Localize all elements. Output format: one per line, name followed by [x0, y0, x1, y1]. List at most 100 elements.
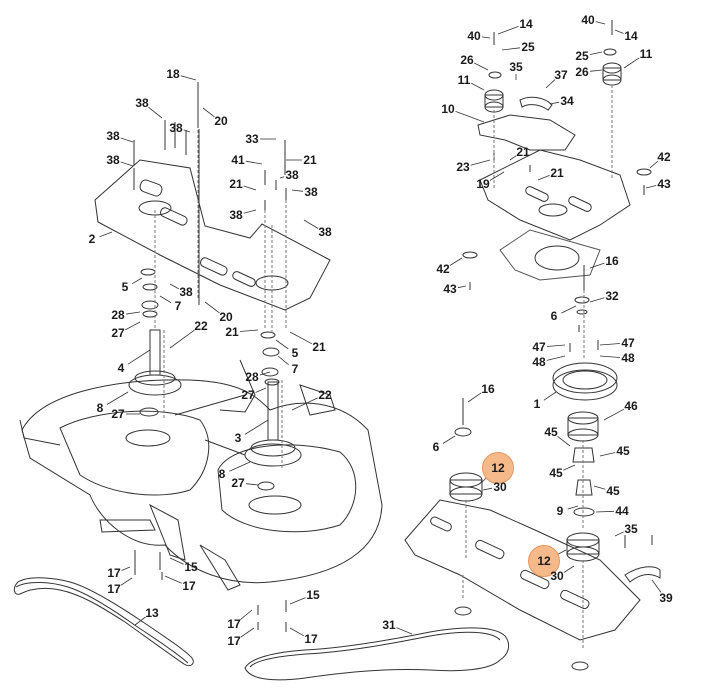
callout-label-22[interactable]: 22 — [318, 388, 332, 402]
callout-label-25[interactable]: 25 — [575, 49, 589, 63]
callout-label-11[interactable]: 11 — [457, 73, 471, 87]
callout-label-38[interactable]: 38 — [179, 285, 193, 299]
callout-label-13[interactable]: 13 — [145, 606, 159, 620]
callout-label-7[interactable]: 7 — [174, 299, 182, 313]
callout-label-46[interactable]: 46 — [624, 399, 638, 413]
leader-line-2 — [99, 231, 113, 238]
callout-label-21[interactable]: 21 — [550, 166, 564, 180]
callout-label-22[interactable]: 22 — [194, 319, 208, 333]
callout-label-16[interactable]: 16 — [481, 382, 495, 396]
callout-label-12[interactable]: 12 — [537, 554, 551, 568]
callout-label-30[interactable]: 30 — [550, 569, 564, 583]
callout-label-47[interactable]: 47 — [621, 336, 635, 350]
callout-label-25[interactable]: 25 — [521, 40, 535, 54]
callout-label-45[interactable]: 45 — [606, 484, 620, 498]
callout-label-17[interactable]: 17 — [227, 634, 241, 648]
callout-label-26[interactable]: 26 — [460, 53, 474, 67]
callout-label-14[interactable]: 14 — [519, 17, 533, 31]
callout-label-39[interactable]: 39 — [659, 591, 673, 605]
callout-label-48[interactable]: 48 — [532, 355, 546, 369]
callout-label-17[interactable]: 17 — [304, 632, 318, 646]
callout-label-5[interactable]: 5 — [121, 280, 129, 294]
callout-label-38[interactable]: 38 — [106, 153, 120, 167]
callout-label-1[interactable]: 1 — [533, 397, 541, 411]
callout-label-34[interactable]: 34 — [560, 94, 574, 108]
callout-label-40[interactable]: 40 — [581, 13, 595, 27]
callout-label-18[interactable]: 18 — [166, 67, 180, 81]
callout-label-31[interactable]: 31 — [382, 618, 396, 632]
callout-label-8[interactable]: 8 — [96, 401, 104, 415]
leader-line-39 — [651, 579, 662, 593]
callout-label-28[interactable]: 28 — [245, 370, 259, 384]
callout-label-20[interactable]: 20 — [219, 310, 233, 324]
callout-label-38[interactable]: 38 — [135, 96, 149, 110]
callout-label-21[interactable]: 21 — [516, 145, 530, 159]
callout-label-21[interactable]: 21 — [229, 177, 243, 191]
callout-label-35[interactable]: 35 — [509, 60, 523, 74]
callout-label-45[interactable]: 45 — [544, 425, 558, 439]
callout-label-32[interactable]: 32 — [605, 289, 619, 303]
leader-line-10 — [455, 111, 485, 123]
callout-label-45[interactable]: 45 — [616, 444, 630, 458]
callout-label-4[interactable]: 4 — [117, 361, 125, 375]
callout-label-21[interactable]: 21 — [303, 153, 317, 167]
callout-label-27[interactable]: 27 — [111, 407, 125, 421]
leader-line-16 — [589, 262, 605, 269]
callout-label-43[interactable]: 43 — [443, 282, 457, 296]
callout-label-48[interactable]: 48 — [621, 351, 635, 365]
callout-label-3[interactable]: 3 — [234, 431, 242, 445]
callout-label-6[interactable]: 6 — [432, 440, 440, 454]
callout-label-11[interactable]: 11 — [639, 47, 653, 61]
callout-label-5[interactable]: 5 — [291, 346, 299, 360]
leader-line-21 — [289, 331, 313, 345]
callout-label-21[interactable]: 21 — [312, 340, 326, 354]
callout-label-47[interactable]: 47 — [532, 340, 546, 354]
callout-label-38[interactable]: 38 — [106, 129, 120, 143]
leader-line-32 — [589, 297, 605, 303]
callout-label-33[interactable]: 33 — [245, 132, 259, 146]
callout-label-45[interactable]: 45 — [549, 466, 563, 480]
callout-label-17[interactable]: 17 — [107, 582, 121, 596]
callout-label-21[interactable]: 21 — [225, 325, 239, 339]
callout-label-15[interactable]: 15 — [184, 560, 198, 574]
callout-label-38[interactable]: 38 — [169, 121, 183, 135]
leader-line-6 — [561, 305, 577, 314]
callout-label-17[interactable]: 17 — [227, 617, 241, 631]
callout-label-9[interactable]: 9 — [556, 504, 564, 518]
callout-label-19[interactable]: 19 — [476, 177, 490, 191]
callout-label-38[interactable]: 38 — [304, 185, 318, 199]
callout-label-38[interactable]: 38 — [318, 225, 332, 239]
spindle-left — [149, 329, 161, 376]
callout-label-38[interactable]: 38 — [285, 168, 299, 182]
callout-label-10[interactable]: 10 — [441, 102, 455, 116]
callout-label-16[interactable]: 16 — [605, 254, 619, 268]
callout-label-27[interactable]: 27 — [241, 388, 255, 402]
callout-label-7[interactable]: 7 — [291, 362, 299, 376]
callout-label-40[interactable]: 40 — [467, 29, 481, 43]
callout-label-41[interactable]: 41 — [231, 153, 245, 167]
callout-label-17[interactable]: 17 — [182, 579, 196, 593]
callout-label-43[interactable]: 43 — [657, 177, 671, 191]
callout-label-27[interactable]: 27 — [231, 476, 245, 490]
callout-label-42[interactable]: 42 — [657, 150, 671, 164]
callout-label-12[interactable]: 12 — [491, 461, 505, 475]
callout-label-44[interactable]: 44 — [615, 504, 629, 518]
callout-label-8[interactable]: 8 — [218, 467, 226, 481]
callout-label-35[interactable]: 35 — [624, 522, 638, 536]
callout-label-17[interactable]: 17 — [107, 566, 121, 580]
callout-label-42[interactable]: 42 — [436, 262, 450, 276]
leader-line-5 — [275, 339, 289, 350]
callout-label-37[interactable]: 37 — [554, 68, 568, 82]
callout-label-28[interactable]: 28 — [111, 308, 125, 322]
callout-label-6[interactable]: 6 — [550, 309, 558, 323]
leader-line-26 — [589, 69, 603, 72]
callout-label-38[interactable]: 38 — [229, 208, 243, 222]
callout-label-14[interactable]: 14 — [624, 29, 638, 43]
callout-label-30[interactable]: 30 — [493, 480, 507, 494]
callout-label-23[interactable]: 23 — [456, 160, 470, 174]
callout-label-20[interactable]: 20 — [214, 114, 228, 128]
callout-label-27[interactable]: 27 — [111, 326, 125, 340]
callout-label-26[interactable]: 26 — [575, 65, 589, 79]
callout-label-2[interactable]: 2 — [88, 232, 96, 246]
callout-label-15[interactable]: 15 — [306, 588, 320, 602]
